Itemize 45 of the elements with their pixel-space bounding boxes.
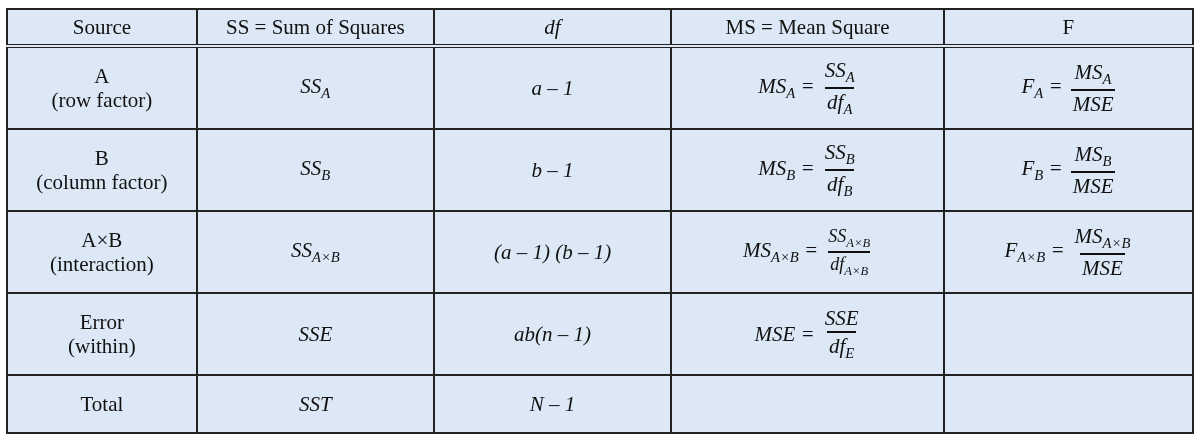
formula-text: MS$_{A×B}$ = [742,237,819,267]
fraction-numerator: SS$_{B}$ [823,139,856,169]
formula-text: F$_{A×B}$ = [1004,237,1065,267]
formula-text: SS$_{A}$ [300,73,331,98]
source-label: Total [80,391,124,416]
column-header: Source [72,14,132,39]
source-label: Error [78,309,126,334]
formula-text: F$_{A}$ = [1021,73,1063,103]
column-header: MS = Mean Square [725,14,890,39]
fraction-denominator: df$_{E}$ [826,331,857,363]
column-header: SS = Sum of Squares [226,14,405,39]
column-header: df [544,14,561,39]
formula-text: MSE = [754,321,815,347]
fraction-denominator: df$_{A}$ [825,87,855,119]
fraction-numerator: SS$_{A×B}$ [827,225,872,251]
fraction-denominator: MSE [1080,252,1125,281]
fraction-numerator: MS$_{A×B}$ [1073,223,1132,253]
fraction-numerator: MS$_{A}$ [1073,59,1113,89]
fraction-denominator: MSE [1070,88,1116,117]
formula-text: SSE [298,321,333,346]
formula-text: SS$_{A×B}$ [290,237,340,262]
formula-text: F$_{B}$ = [1021,155,1063,185]
column-header: F [1062,14,1075,39]
source-label: B [93,145,110,170]
formula-text: a – 1 [531,75,574,100]
source-label: (column factor) [35,170,169,195]
fraction-denominator: df$_{A×B}$ [828,251,871,279]
fraction-denominator: MSE [1070,170,1116,199]
formula-text: MS$_{A}$ = [758,73,815,103]
fraction-denominator: df$_{B}$ [825,169,855,201]
source-label: (within) [67,334,137,359]
source-label: A [93,63,111,88]
formula-text: N – 1 [529,391,576,416]
formula-text: MS$_{B}$ = [758,155,815,185]
fraction-numerator: MS$_{B}$ [1073,141,1113,171]
formula-text: (a – 1) (b – 1) [493,239,612,264]
formula-text: SST [299,391,332,416]
formula-text: ab(n – 1) [514,321,592,346]
source-label: (row factor) [50,88,154,113]
formula-text: SS$_{B}$ [300,155,331,180]
source-label: A×B [80,227,124,252]
source-label: (interaction) [49,252,155,277]
fraction-numerator: SSE [823,305,860,331]
formula-text: b – 1 [531,157,574,182]
fraction-numerator: SS$_{A}$ [823,57,856,87]
